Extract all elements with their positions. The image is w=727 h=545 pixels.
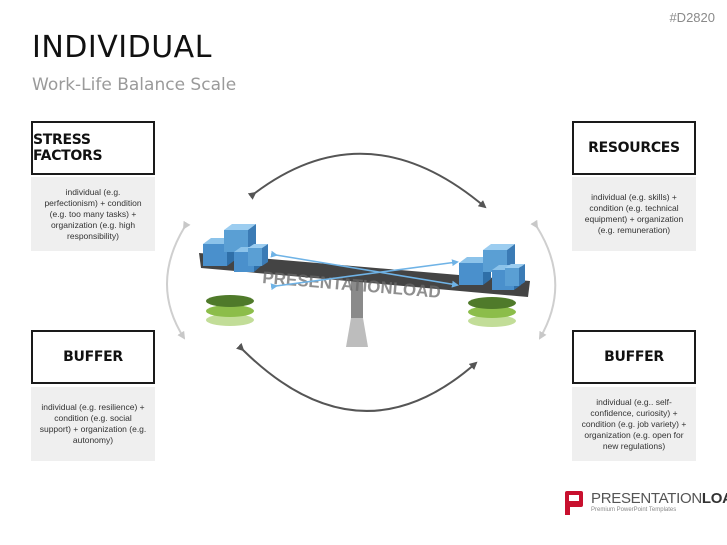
resources-description: individual (e.g. skills) + condition (e.… xyxy=(572,177,696,251)
buffer-left-label: BUFFER xyxy=(31,330,155,384)
stress-factors-label: STRESS FACTORS xyxy=(31,121,155,175)
logo-wordmark: PRESENTATIONLOAD xyxy=(591,490,727,507)
buffer-discs-left xyxy=(206,295,254,326)
left-side-arc-arrow xyxy=(166,220,191,340)
logo-tagline: Premium PowerPoint Templates xyxy=(591,507,677,513)
stacked-boxes-icon-left xyxy=(203,224,268,272)
presentationload-logo: PRESENTATIONLOAD Premium PowerPoint Temp… xyxy=(565,490,727,518)
stress-factors-description: individual (e.g. perfectionism) + condit… xyxy=(31,177,155,251)
page-title: INDIVIDUAL xyxy=(32,30,212,65)
resources-label: RESOURCES xyxy=(572,121,696,175)
slide-id: #D2820 xyxy=(669,10,715,25)
buffer-right-description: individual (e.g.. self-confidence, curio… xyxy=(572,387,696,461)
buffer-left-description: individual (e.g. resilience) + condition… xyxy=(31,387,155,461)
fulcrum-base xyxy=(346,318,368,347)
page-subtitle: Work-Life Balance Scale xyxy=(32,75,237,95)
top-arc-arrow xyxy=(247,152,487,209)
logo-mark-icon xyxy=(565,491,583,515)
buffer-right-label: BUFFER xyxy=(572,330,696,384)
bottom-arc-arrow xyxy=(235,342,478,412)
stacked-boxes-icon-right xyxy=(459,244,525,290)
right-side-arc-arrow xyxy=(530,219,557,340)
cross-arrow-up xyxy=(270,259,459,291)
buffer-discs-right xyxy=(468,297,516,327)
